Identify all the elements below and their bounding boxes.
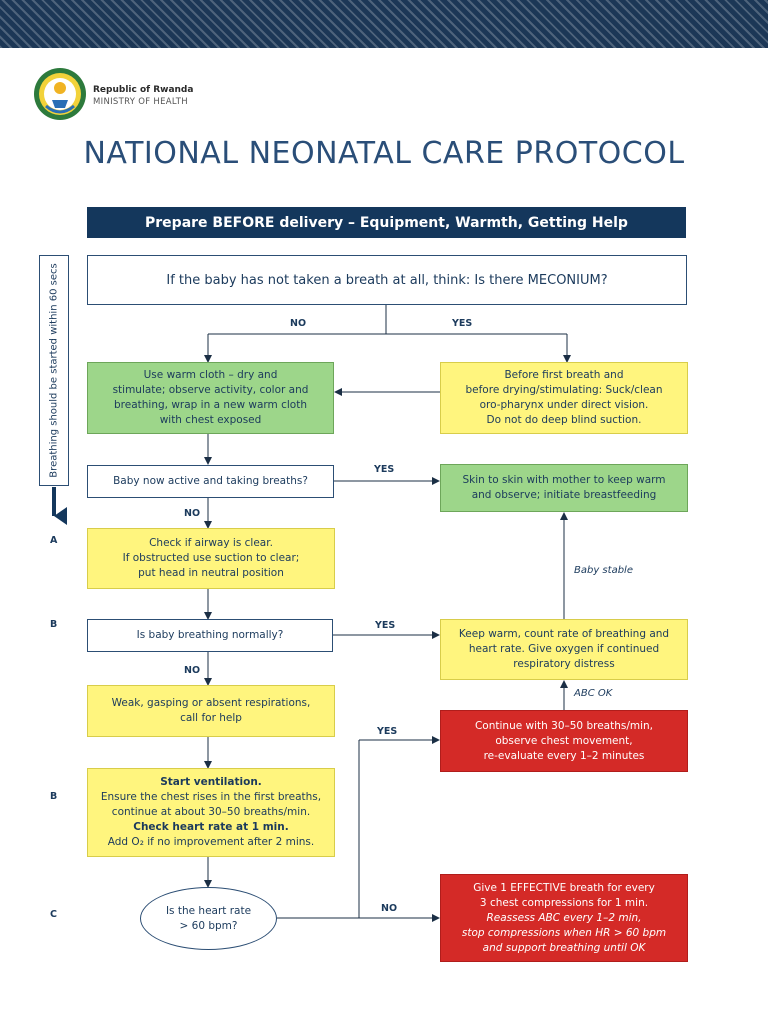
compressions-box: Give 1 EFFECTIVE breath for every 3 ches… [440, 874, 688, 962]
suction-box: Before first breath and before drying/st… [440, 362, 688, 434]
compressions-line-5: and support breathing until OK [482, 941, 646, 954]
keep-warm-line-3: respiratory distress [513, 658, 615, 670]
ministry-name: MINISTRY OF HEALTH [93, 97, 188, 107]
side-label: Breathing should be started within 60 se… [39, 255, 69, 486]
step-letter-a: A [50, 535, 58, 546]
edge-label-no-heart-rate: NO [381, 903, 398, 914]
ventilation-line-2: Ensure the chest rises in the first brea… [100, 791, 322, 803]
meconium-question: If the baby has not taken a breath at al… [87, 255, 687, 305]
keep-warm-line-2: heart rate. Give oxygen if continued [468, 643, 660, 655]
edge-label-no-meconium: NO [290, 318, 307, 329]
edge-label-yes-meconium: YES [452, 318, 473, 329]
suction-line-1: Before first breath and [504, 369, 624, 381]
organization: Republic of Rwanda MINISTRY OF HEALTH [93, 84, 193, 108]
step-letter-b-breathing: B [50, 619, 58, 630]
warm-cloth-line-4: with chest exposed [159, 414, 262, 426]
airway-line-1: Check if airway is clear. [149, 537, 273, 549]
keep-warm-line-1: Keep warm, count rate of breathing and [458, 628, 670, 640]
weak-respirations-box: Weak, gasping or absent respirations, ca… [87, 685, 335, 737]
step-letter-c: C [50, 909, 57, 920]
suction-line-2: before drying/stimulating: Suck/clean [465, 384, 663, 396]
edge-label-yes-breathing: YES [375, 620, 396, 631]
page-title: NATIONAL NEONATAL CARE PROTOCOL [83, 136, 685, 171]
heart-rate-line-2: > 60 bpm? [179, 919, 238, 932]
skin-to-skin-box: Skin to skin with mother to keep warm an… [440, 464, 688, 512]
step-letter-b-ventilation: B [50, 791, 58, 802]
airway-line-2: If obstructed use suction to clear; [122, 552, 300, 564]
compressions-line-2: 3 chest compressions for 1 min. [479, 896, 649, 909]
edge-label-yes-heart-rate: YES [377, 726, 398, 737]
edge-label-no-active: NO [184, 508, 201, 519]
heart-rate-line-1: Is the heart rate [165, 904, 252, 917]
continue-line-2: observe chest movement, [495, 734, 633, 747]
warm-cloth-line-2: stimulate; observe activity, color and [112, 384, 309, 396]
edge-label-abc-ok: ABC OK [574, 688, 613, 699]
meconium-question-text: If the baby has not taken a breath at al… [166, 272, 608, 288]
ventilation-box: Start ventilation. Ensure the chest rise… [87, 768, 335, 857]
ventilation-line-5: Add O₂ if no improvement after 2 mins. [107, 836, 315, 848]
ventilation-line-4: Check heart rate at 1 min. [133, 821, 289, 833]
skin-to-skin-line-2: and observe; initiate breastfeeding [471, 489, 657, 501]
suction-line-3: oro-pharynx under direct vision. [479, 399, 649, 411]
ventilation-line-3: continue at about 30–50 breaths/min. [111, 806, 311, 818]
compressions-line-4: stop compressions when HR > 60 bpm [461, 926, 667, 939]
weak-line-2: call for help [180, 712, 242, 724]
skin-to-skin-line-1: Skin to skin with mother to keep warm [462, 474, 666, 486]
ventilation-line-1: Start ventilation. [160, 776, 262, 788]
continue-line-3: re-evaluate every 1–2 minutes [483, 749, 645, 762]
breathing-question: Is baby breathing normally? [87, 619, 333, 652]
warm-cloth-line-3: breathing, wrap in a new warm cloth [114, 399, 307, 411]
edge-label-no-breathing: NO [184, 665, 201, 676]
active-question-text: Baby now active and taking breaths? [113, 475, 308, 487]
warm-cloth-line-1: Use warm cloth – dry and [143, 369, 278, 381]
compressions-line-3: Reassess ABC every 1–2 min, [486, 911, 642, 924]
weak-line-1: Weak, gasping or absent respirations, [111, 697, 311, 709]
airway-line-3: put head in neutral position [138, 567, 284, 579]
compressions-line-1: Give 1 EFFECTIVE breath for every [473, 881, 655, 894]
keep-warm-box: Keep warm, count rate of breathing and h… [440, 619, 688, 680]
edge-label-yes-active: YES [374, 464, 395, 475]
heart-rate-question: Is the heart rate > 60 bpm? [140, 887, 277, 950]
airway-box: Check if airway is clear. If obstructed … [87, 528, 335, 589]
active-question: Baby now active and taking breaths? [87, 465, 334, 498]
breathing-question-text: Is baby breathing normally? [136, 629, 284, 641]
edge-label-baby-stable: Baby stable [574, 565, 633, 576]
continue-box: Continue with 30–50 breaths/min, observe… [440, 710, 688, 772]
header-band [0, 0, 768, 48]
rwanda-seal-icon [34, 68, 86, 120]
org-name: Republic of Rwanda [93, 85, 194, 95]
warm-cloth-box: Use warm cloth – dry and stimulate; obse… [87, 362, 334, 434]
prepare-banner: Prepare BEFORE delivery – Equipment, War… [87, 207, 686, 238]
suction-line-4: Do not do deep blind suction. [486, 414, 642, 426]
continue-line-1: Continue with 30–50 breaths/min, [474, 719, 654, 732]
